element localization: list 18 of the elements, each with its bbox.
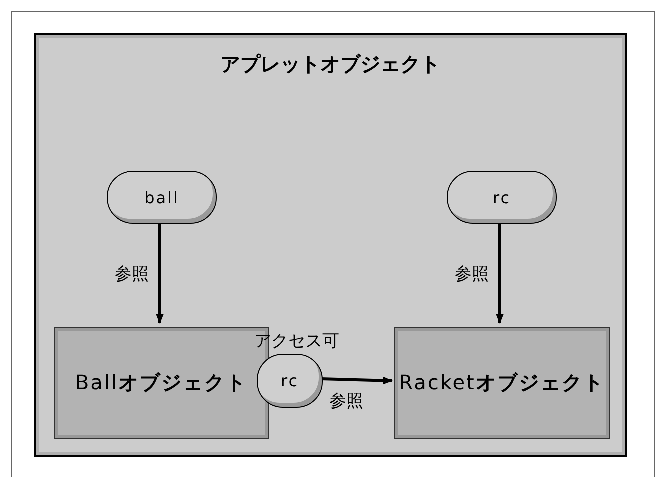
edge-label: 参照: [115, 263, 149, 285]
object-name: Ballオブジェクト: [75, 370, 248, 396]
object-box: [54, 327, 269, 439]
container-box: [34, 33, 627, 457]
pill-box: [257, 354, 323, 408]
variable-name: rc: [492, 188, 512, 207]
object-name: Racketオブジェクト: [399, 370, 605, 396]
pill-box: [107, 171, 217, 224]
pill-box: [447, 171, 557, 224]
object-box: [394, 327, 610, 439]
edge-label: 参照: [330, 390, 364, 412]
heading: アプレットオブジェクト: [220, 51, 440, 78]
arrow: [496, 222, 504, 324]
edge-label: 参照: [455, 263, 489, 285]
variable-name: rc: [280, 372, 300, 390]
arrow: [156, 222, 164, 324]
arrow: [320, 376, 393, 385]
variable-name: ball: [144, 188, 180, 207]
